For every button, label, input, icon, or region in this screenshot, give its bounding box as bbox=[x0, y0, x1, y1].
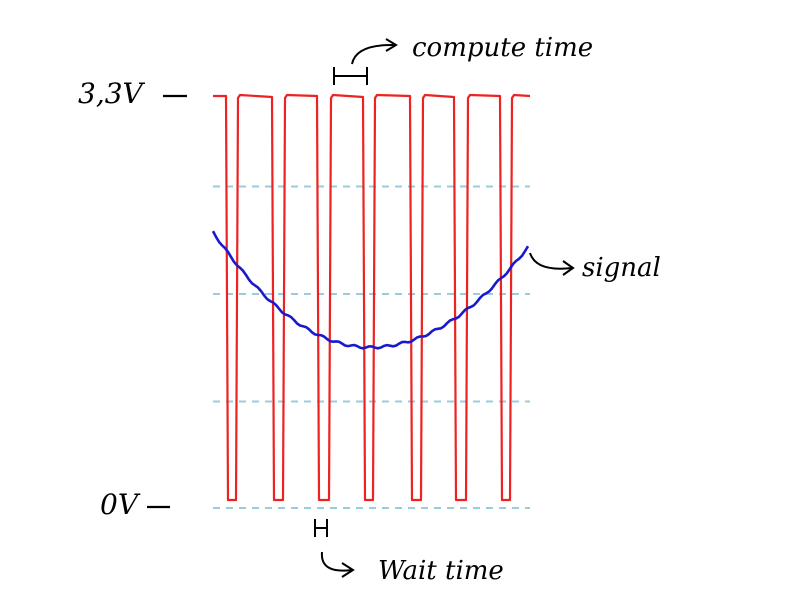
pwm-trace bbox=[213, 93, 531, 502]
wait-time-arrowhead-icon bbox=[341, 562, 355, 578]
compute-time-arrowhead-icon bbox=[385, 38, 398, 52]
grid-lines bbox=[213, 185, 530, 509]
compute-time-label: compute time bbox=[412, 33, 593, 63]
signal-trace bbox=[211, 230, 530, 350]
wait-time-arrow-icon bbox=[320, 551, 353, 572]
signal-arrowhead-icon bbox=[562, 260, 575, 276]
signal-label: signal bbox=[582, 253, 661, 283]
compute-time-annotation: compute time bbox=[333, 33, 593, 85]
low-voltage-label: 0V bbox=[100, 488, 141, 521]
signal-annotation: signal bbox=[529, 252, 661, 283]
wait-time-label: Wait time bbox=[378, 556, 504, 586]
wait-time-annotation: Wait time bbox=[314, 519, 504, 586]
signal-arrow-icon bbox=[529, 252, 573, 270]
high-voltage-label: 3,3V bbox=[78, 77, 146, 110]
compute-time-arrow-icon bbox=[351, 43, 396, 65]
